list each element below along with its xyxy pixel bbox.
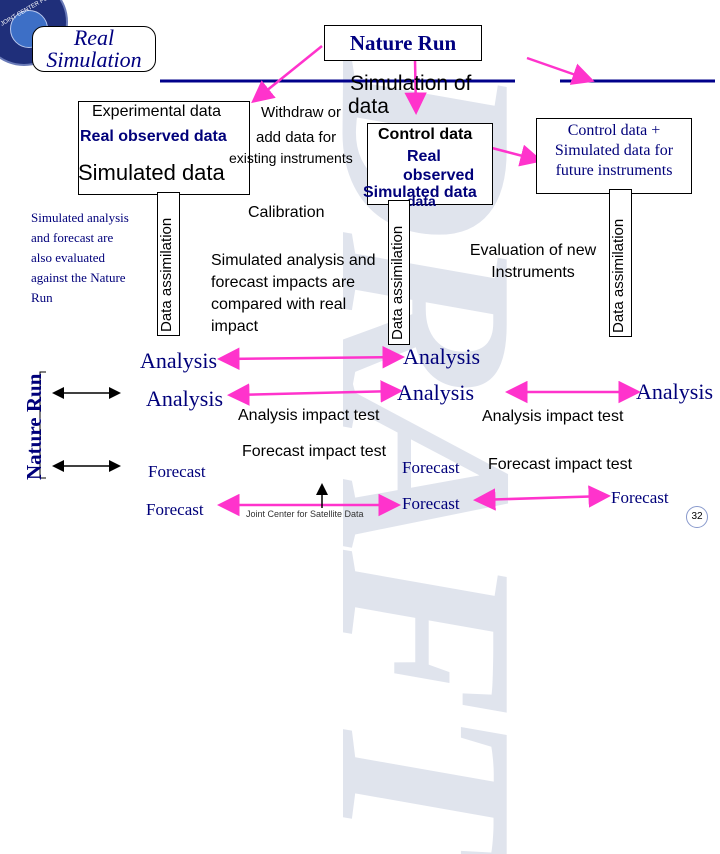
experimental-data-label: Experimental data <box>92 103 221 120</box>
nature-run-bracket <box>39 371 46 479</box>
existing-instruments-label: existing instruments <box>229 150 353 166</box>
analysis-col3-top: Analysis <box>403 344 480 369</box>
forecast-col1-2: Forecast <box>146 500 204 519</box>
simulation-of-label: Simulation of <box>350 72 472 95</box>
control-data-label: Control data <box>378 126 473 143</box>
analysis-impact-test-col2: Analysis impact test <box>238 407 380 424</box>
analysis-impact-test-col4: Analysis impact test <box>482 408 624 425</box>
arrow-analysis-mid <box>227 380 403 406</box>
control-plus-box: Control data + Simulated data for future… <box>536 118 692 194</box>
da-label-3: Data assimilation <box>610 218 627 333</box>
nature-run-note: Simulated analysis and forecast are also… <box>31 210 129 305</box>
title-simulation: Simulation <box>46 47 142 72</box>
arrow-control-to-plus <box>491 144 543 167</box>
diagram-connectors <box>39 45 715 517</box>
observed-label: observed <box>403 167 475 184</box>
da-box-1 <box>157 192 180 336</box>
arrow-nr-to-exp <box>251 45 323 104</box>
col1-box <box>78 101 250 195</box>
arrow-nr-to-sim <box>404 59 427 115</box>
data-word-label: data <box>348 95 389 118</box>
da-box-2 <box>388 200 410 345</box>
nature-run-label: Nature Run <box>349 31 457 55</box>
title-real: Real <box>73 25 115 50</box>
real-observed-data-label: Real observed data <box>80 128 227 145</box>
page-number-text: 32 <box>691 511 703 522</box>
forecast-impact-test-col2: Forecast impact test <box>242 443 387 460</box>
add-data-for-label: add data for <box>256 129 337 146</box>
real-label: Real <box>407 148 441 165</box>
da-box-3 <box>609 189 632 337</box>
footer-text: Joint Center for Satellite Data <box>246 509 364 519</box>
real-simulation-box: Real Simulation <box>32 26 156 72</box>
page-number: 32 <box>686 506 708 528</box>
evaluation-label: Evaluation of new Instruments <box>469 242 597 281</box>
withdraw-or-label: Withdraw or <box>261 104 342 121</box>
analysis-col1-mid: Analysis <box>146 386 223 411</box>
calibration-label: Calibration <box>248 204 325 221</box>
forecast-col1-1: Forecast <box>148 462 206 481</box>
da-label-2: Data assimilation <box>389 225 406 340</box>
arrow-analysis-top <box>217 345 405 371</box>
nature-run-box: Nature Run <box>324 25 482 61</box>
forecast-col4: Forecast <box>611 488 669 507</box>
nature-run-side-label: Nature Run <box>22 373 46 480</box>
forecast-col3-2: Forecast <box>402 494 460 513</box>
simulated-data-col3-label: Simulated data <box>363 184 477 201</box>
forecast-impact-test-col4: Forecast impact test <box>488 456 633 473</box>
control-plus-label: Control data + Simulated data for future… <box>554 122 674 179</box>
forecast-col3-1: Forecast <box>402 458 460 477</box>
data-overlap-label: data <box>407 193 436 209</box>
simulated-data-label: Simulated data <box>78 160 225 185</box>
arrow-to-control-plus <box>526 56 595 85</box>
da-label-1: Data assimilation <box>158 217 175 332</box>
arrow-forecast-right <box>473 485 611 511</box>
sim-impacts-label: Simulated analysis and forecast impacts … <box>211 252 376 335</box>
analysis-col1-top: Analysis <box>140 348 217 373</box>
analysis-col4: Analysis <box>636 379 713 404</box>
analysis-col3-mid: Analysis <box>397 380 474 405</box>
control-data-box <box>367 123 493 205</box>
